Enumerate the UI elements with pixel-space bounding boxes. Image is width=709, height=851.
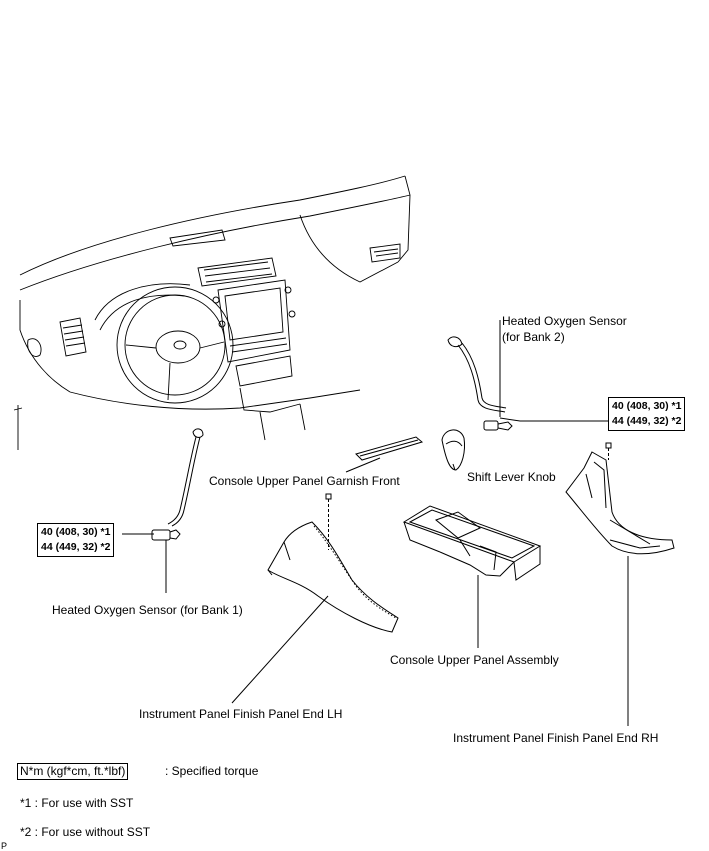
finish-panel-lh-illustration [267, 521, 399, 633]
sensor-bank2-label-line2: (for Bank 2) [502, 330, 565, 344]
legend-note1: *1 : For use with SST [20, 796, 134, 810]
torque-line2: 44 (449, 32) *2 [612, 415, 682, 427]
dashboard-illustration [13, 175, 411, 450]
sensor-bank2-label: Heated Oxygen Sensor (for Bank 2) [502, 314, 627, 344]
sensor-bank2-label-line1: Heated Oxygen Sensor [502, 314, 627, 328]
legend-unit-desc: : Specified torque [165, 764, 259, 778]
finish-panel-rh-illustration [565, 451, 675, 555]
shift-knob-label: Shift Lever Knob [467, 470, 556, 484]
torque-box-bank1: 40 (408, 30) *1 44 (449, 32) *2 [37, 523, 115, 557]
sensor-bank1-label: Heated Oxygen Sensor (for Bank 1) [52, 603, 243, 617]
leader-lines [122, 320, 629, 726]
torque-line1: 40 (408, 30) *1 [612, 400, 682, 412]
garnish-front-illustration [355, 436, 424, 461]
torque-box-bank2: 40 (408, 30) *1 44 (449, 32) *2 [608, 397, 686, 431]
torque-line1: 40 (408, 30) *1 [41, 526, 111, 538]
oxygen-sensor-bank2-illustration [447, 336, 513, 431]
finish-panel-lh-label: Instrument Panel Finish Panel End LH [139, 707, 343, 721]
finish-panel-rh-label: Instrument Panel Finish Panel End RH [453, 731, 659, 745]
shift-knob-illustration [441, 429, 465, 471]
corner-mark: P [1, 841, 8, 851]
console-assembly-illustration [402, 505, 542, 581]
legend-note2: *2 : For use without SST [20, 825, 151, 839]
bolt-icons [325, 442, 612, 550]
garnish-front-label: Console Upper Panel Garnish Front [209, 474, 400, 488]
console-assembly-label: Console Upper Panel Assembly [390, 653, 559, 667]
torque-line2: 44 (449, 32) *2 [41, 541, 111, 553]
oxygen-sensor-bank1-illustration [151, 428, 204, 541]
legend-unit-box: N*m (kgf*cm, ft.*lbf) [17, 763, 129, 780]
